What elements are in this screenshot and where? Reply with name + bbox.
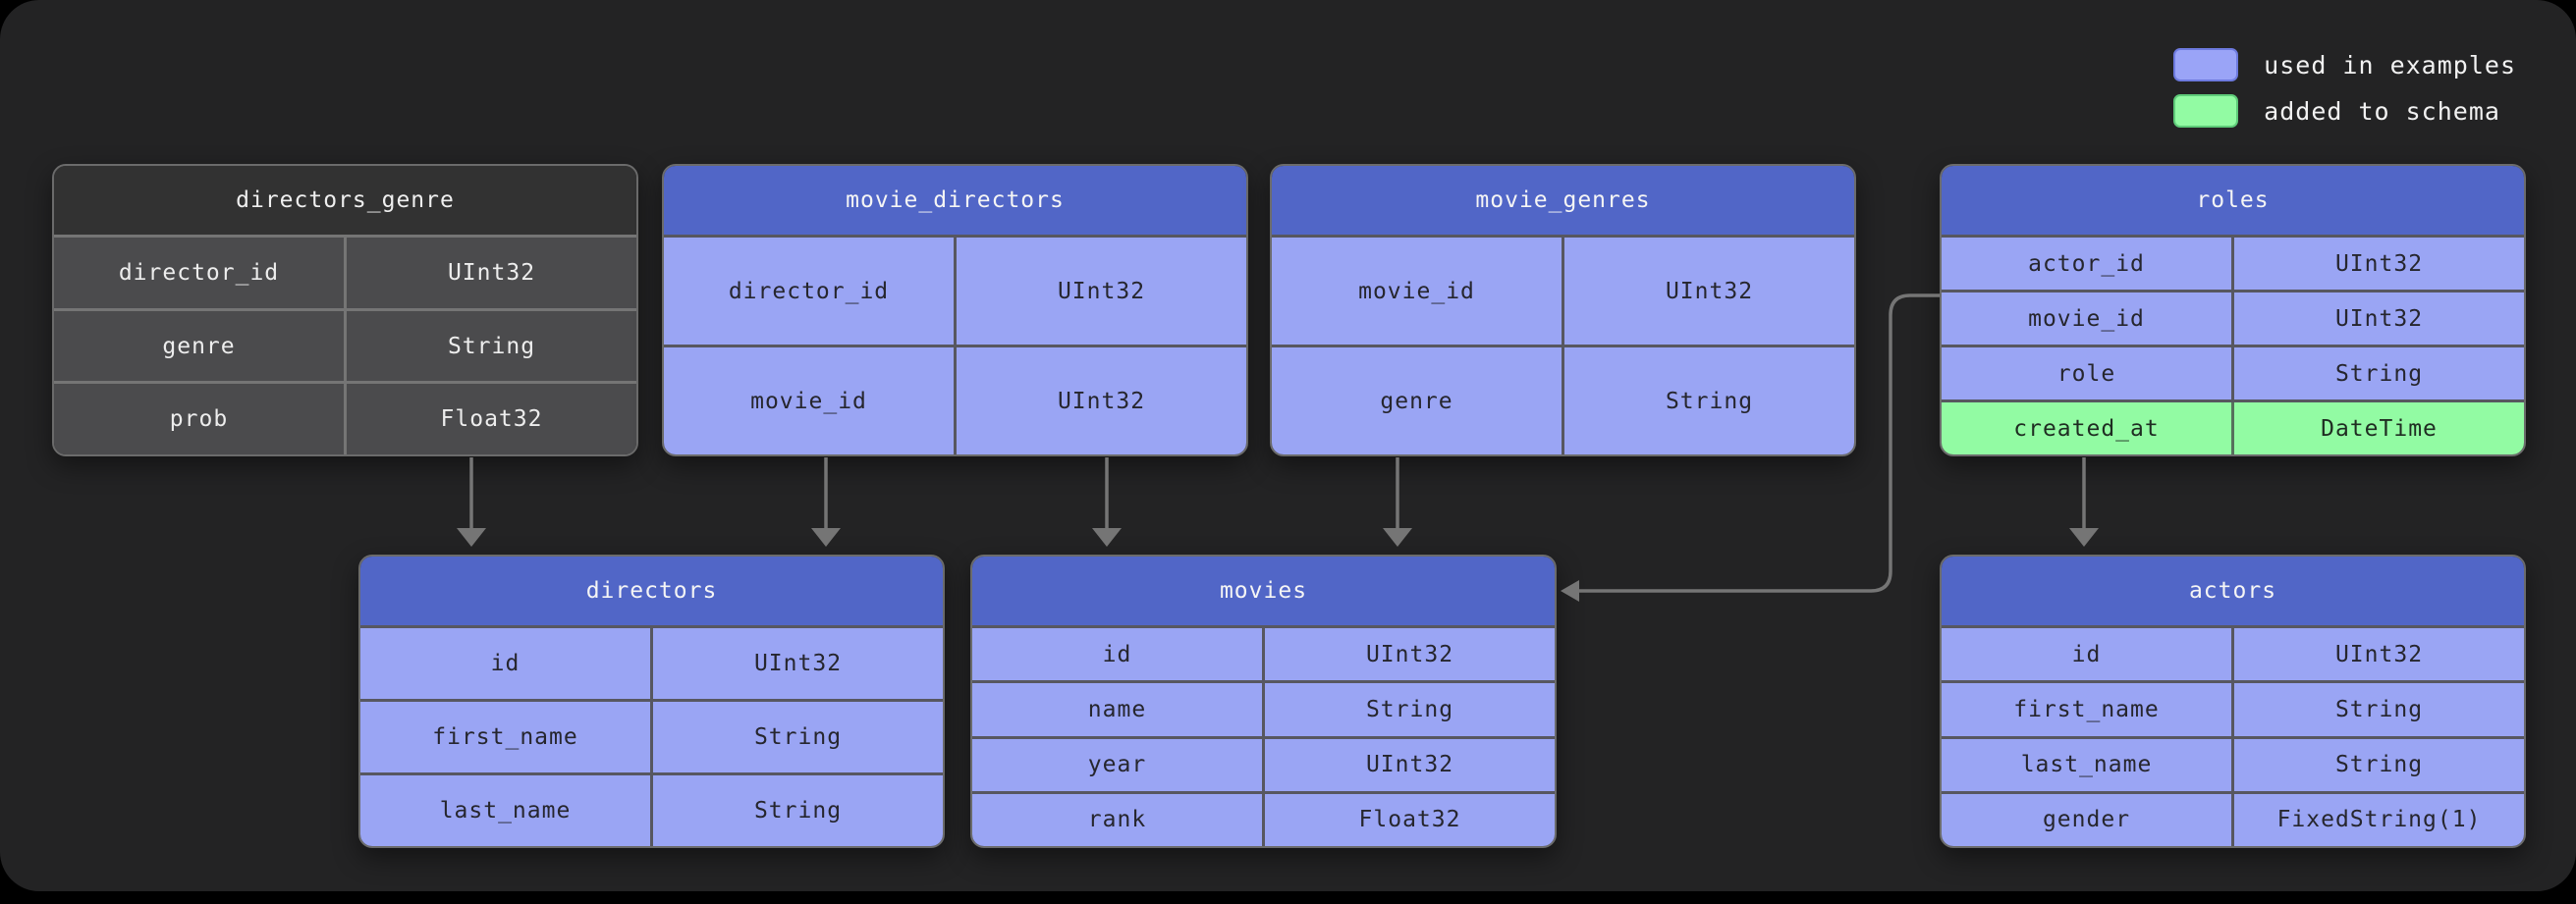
field-row-roles-created_at: created_at DateTime <box>1942 399 2524 454</box>
field-type: UInt32 <box>344 238 636 308</box>
field-row-actors-first_name: first_name String <box>1942 680 2524 736</box>
field-row-movie_directors-director_id: director_id UInt32 <box>664 235 1246 345</box>
field-type: UInt32 <box>1262 628 1555 681</box>
field-type: UInt32 <box>1262 738 1555 791</box>
field-type: String <box>2231 683 2524 736</box>
field-type: Float32 <box>344 384 636 454</box>
field-row-roles-role: role String <box>1942 345 2524 399</box>
field-type: String <box>2231 738 2524 791</box>
field-type: DateTime <box>2231 402 2524 454</box>
table-title-directors: directors <box>360 557 943 625</box>
field-type: UInt32 <box>2231 238 2524 290</box>
field-row-roles-movie_id: movie_id UInt32 <box>1942 290 2524 345</box>
field-name: movie_id <box>2028 305 2145 332</box>
field-row-directors_genre-prob: prob Float32 <box>54 381 636 454</box>
field-name: last_name <box>2020 752 2153 778</box>
arrowhead-down <box>811 528 841 547</box>
field-name: genre <box>1380 388 1453 414</box>
field-name: last_name <box>439 798 572 824</box>
table-movie_genres: movie_genres movie_id UInt32 genre String <box>1270 164 1856 456</box>
field-row-actors-id: id UInt32 <box>1942 625 2524 681</box>
field-type: UInt32 <box>1562 238 1854 345</box>
field-row-directors_genre-director_id: director_id UInt32 <box>54 235 636 308</box>
field-name: created_at <box>2013 415 2160 442</box>
table-directors_genre: directors_genre director_id UInt32 genre Str… <box>52 164 638 456</box>
field-name: id <box>2071 641 2102 667</box>
field-name: gender <box>2042 807 2131 833</box>
field-row-movie_genres-genre: genre String <box>1272 345 1854 454</box>
field-name: first_name <box>432 724 578 750</box>
field-name: director_id <box>118 259 280 286</box>
field-name: id <box>490 651 521 676</box>
arrowhead-down <box>457 528 486 547</box>
field-name: first_name <box>2013 696 2160 722</box>
arrowhead-down <box>1092 528 1122 547</box>
legend-item: added to schema <box>2173 94 2516 128</box>
field-row-movie_genres-movie_id: movie_id UInt32 <box>1272 235 1854 345</box>
field-row-movie_directors-movie_id: movie_id UInt32 <box>664 345 1246 454</box>
field-type: FixedString(1) <box>2231 793 2524 846</box>
field-row-movies-rank: rank Float32 <box>972 790 1555 846</box>
arrowhead-down <box>1383 528 1412 547</box>
legend-swatch-blue <box>2173 48 2239 81</box>
field-name: director_id <box>728 278 890 304</box>
field-row-directors-first_name: first_name String <box>360 699 943 772</box>
field-type: String <box>2231 347 2524 399</box>
table-title-directors_genre: directors_genre <box>54 166 636 235</box>
field-row-actors-gender: gender FixedString(1) <box>1942 790 2524 846</box>
field-row-directors-last_name: last_name String <box>360 772 943 846</box>
field-type: UInt32 <box>954 347 1246 454</box>
field-name: id <box>1102 641 1132 667</box>
field-row-movies-id: id UInt32 <box>972 625 1555 681</box>
table-title-actors: actors <box>1942 557 2524 625</box>
field-name: movie_id <box>750 388 867 414</box>
field-row-roles-actor_id: actor_id UInt32 <box>1942 235 2524 290</box>
table-title-movie_directors: movie_directors <box>664 166 1246 235</box>
table-title-roles: roles <box>1942 166 2524 235</box>
arrowhead-left <box>1561 580 1579 602</box>
field-type: String <box>1562 347 1854 454</box>
field-name: year <box>1087 752 1147 778</box>
field-type: UInt32 <box>954 238 1246 345</box>
legend: used in examples added to schema <box>2173 48 2516 128</box>
field-type: UInt32 <box>2231 292 2524 345</box>
legend-swatch-green <box>2173 94 2239 128</box>
field-row-actors-last_name: last_name String <box>1942 735 2524 791</box>
field-row-movies-name: name String <box>972 680 1555 736</box>
field-type: UInt32 <box>2231 628 2524 681</box>
field-type: String <box>1262 683 1555 736</box>
field-type: String <box>650 702 943 772</box>
table-title-movies: movies <box>972 557 1555 625</box>
field-name: actor_id <box>2028 250 2145 277</box>
field-row-movies-year: year UInt32 <box>972 735 1555 791</box>
field-row-directors-id: id UInt32 <box>360 625 943 699</box>
field-type: Float32 <box>1262 793 1555 846</box>
field-name: movie_id <box>1358 278 1475 304</box>
field-row-directors_genre-genre: genre String <box>54 307 636 382</box>
arrowhead-down <box>2069 528 2099 547</box>
field-name: rank <box>1087 807 1147 833</box>
field-type: String <box>650 775 943 846</box>
field-name: genre <box>162 333 236 359</box>
field-type: UInt32 <box>650 628 943 699</box>
legend-item: used in examples <box>2173 48 2516 81</box>
legend-label: used in examples <box>2264 50 2516 80</box>
field-type: String <box>344 310 636 382</box>
field-name: prob <box>169 406 229 433</box>
field-name: name <box>1087 696 1147 722</box>
legend-label: added to schema <box>2264 96 2500 126</box>
field-name: role <box>2056 360 2116 387</box>
table-title-movie_genres: movie_genres <box>1272 166 1854 235</box>
